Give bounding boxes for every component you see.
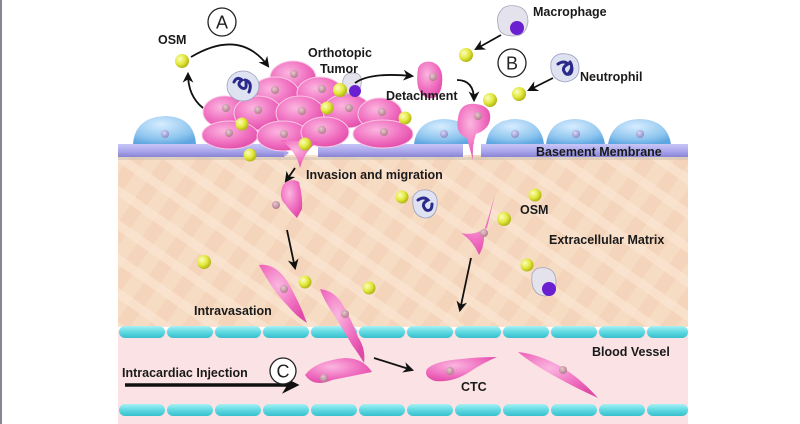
label-neutrophil: Neutrophil xyxy=(580,70,643,84)
macrophage-top xyxy=(496,5,529,37)
epithelial-cells xyxy=(133,116,671,144)
panel-marker-c: C xyxy=(269,357,297,385)
ctc-cell-1 xyxy=(305,358,372,384)
label-extracellular-matrix: Extracellular Matrix xyxy=(549,233,664,247)
svg-text:A: A xyxy=(216,13,228,33)
label-basement-membrane: Basement Membrane xyxy=(536,145,662,159)
neutrophil-top xyxy=(550,53,580,83)
label-blood-vessel: Blood Vessel xyxy=(592,345,670,359)
invading-tumor-cell-membrane xyxy=(457,103,491,160)
svg-text:C: C xyxy=(277,362,290,382)
macrophage-matrix xyxy=(531,267,557,297)
panel-marker-b: B xyxy=(497,48,527,78)
svg-text:B: B xyxy=(506,54,518,74)
detached-tumor-cell xyxy=(417,61,443,99)
label-macrophage: Macrophage xyxy=(533,5,607,19)
process-arrows xyxy=(125,34,554,394)
intravasating-cell-left xyxy=(259,264,307,323)
neutrophil-matrix xyxy=(412,189,438,219)
label-invasion-migration: Invasion and migration xyxy=(306,168,443,182)
migrating-tumor-cell xyxy=(272,180,303,218)
panel-marker-a: A xyxy=(207,7,237,37)
label-ctc: CTC xyxy=(461,380,487,394)
vessel-wall-bottom xyxy=(119,404,688,416)
label-detachment: Detachment xyxy=(386,89,458,103)
label-tumor: Tumor xyxy=(320,62,358,76)
extracellular-matrix-region xyxy=(118,155,688,327)
label-orthotopic: Orthotopic xyxy=(308,46,372,60)
intravasating-cell-right xyxy=(320,289,365,363)
basement-membrane xyxy=(118,144,688,160)
page-left-border xyxy=(0,0,2,424)
neutrophil-on-tumor xyxy=(226,70,260,102)
label-intracardiac-injection: Intracardiac Injection xyxy=(122,366,248,380)
label-intravasation: Intravasation xyxy=(194,304,272,318)
label-osm-matrix: OSM xyxy=(520,203,548,217)
label-osm-top: OSM xyxy=(158,33,186,47)
osm-particles xyxy=(175,48,542,295)
migrating-tumor-cell-right xyxy=(461,194,495,255)
ctc-cell-2 xyxy=(426,357,497,382)
ctc-cell-3 xyxy=(518,352,598,398)
